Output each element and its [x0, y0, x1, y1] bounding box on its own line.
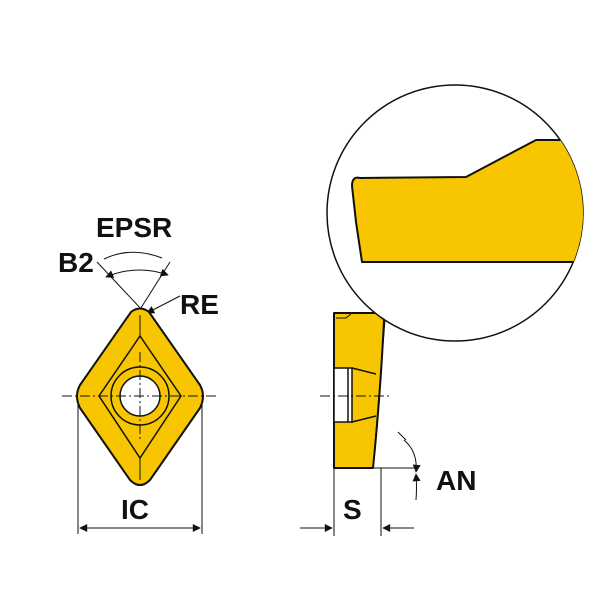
label-re: RE: [180, 289, 219, 320]
an-tick: [397, 431, 407, 441]
an-arc-lower: [412, 473, 421, 501]
an-flank-line: [372, 319, 386, 469]
insert-side-view: S AN: [300, 312, 476, 536]
b2-angle-line-left: [96, 261, 144, 312]
re-leader: [146, 295, 181, 314]
label-epsr: EPSR: [96, 212, 172, 243]
side-hole: [333, 367, 353, 423]
epsr-angle-arc: [103, 251, 163, 260]
an-arc-upper: [403, 439, 421, 473]
edge-detail-view: [326, 84, 584, 342]
b2-angle-arc: [105, 268, 169, 278]
side-chipbreaker: [336, 312, 353, 319]
label-ic: IC: [121, 494, 149, 525]
side-hole-countersink: [347, 367, 377, 423]
label-an: AN: [436, 465, 476, 496]
insert-top-view: EPSR B2 RE IC: [58, 212, 219, 534]
label-s: S: [343, 494, 362, 525]
detail-edge-profile: [351, 139, 583, 263]
label-b2: B2: [58, 247, 94, 278]
